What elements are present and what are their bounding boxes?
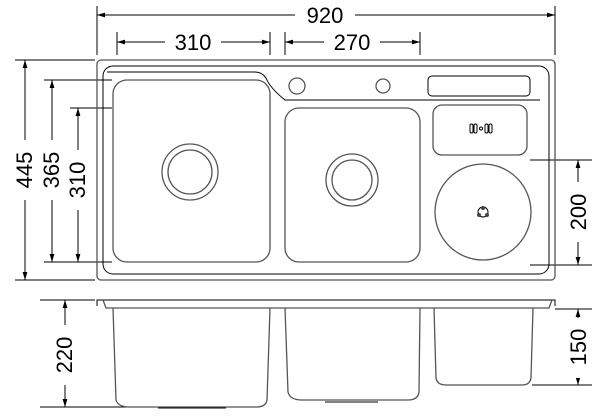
- dim-label-200: 200: [566, 194, 591, 231]
- dim-left-bowl-width: 310: [116, 30, 271, 55]
- dim-round-basin: 200: [530, 159, 592, 266]
- middle-drain-icon: [325, 153, 379, 207]
- dim-left-bowl-depth: 365: [39, 79, 112, 263]
- dim-label-310-width: 310: [175, 30, 212, 55]
- dim-overall-depth: 445: [12, 59, 95, 281]
- dim-overall-width: 920: [96, 3, 556, 55]
- dim-basin-height: 150: [532, 308, 592, 386]
- left-drain-icon: [161, 143, 219, 201]
- soap-tray: [432, 104, 528, 156]
- tray-drain-icon: [469, 123, 493, 134]
- dim-label-220: 220: [52, 337, 77, 374]
- left-bowl: [112, 79, 271, 263]
- dim-middle-bowl-depth: 310: [65, 107, 112, 262]
- middle-bowl: [284, 107, 421, 263]
- sink-top-view: [96, 59, 556, 281]
- round-basin-side: [433, 307, 534, 386]
- basin-drain-icon: [477, 206, 489, 218]
- left-bowl-side: [112, 307, 271, 408]
- soap-slot: [427, 75, 531, 97]
- dim-label-310-depth: 310: [65, 162, 90, 199]
- faucet-hole: [288, 77, 306, 95]
- dim-bowl-height: 220: [40, 299, 150, 408]
- dim-label-270: 270: [334, 30, 371, 55]
- dim-label-365: 365: [39, 152, 64, 189]
- sink-side-view: [96, 299, 556, 409]
- dim-label-150: 150: [566, 329, 591, 366]
- round-basin: [434, 163, 532, 261]
- dim-middle-bowl-width: 270: [284, 30, 421, 55]
- middle-bowl-side: [284, 307, 421, 401]
- dim-label-445: 445: [12, 152, 37, 189]
- dim-label-920: 920: [307, 3, 344, 28]
- accessory-hole: [375, 78, 391, 94]
